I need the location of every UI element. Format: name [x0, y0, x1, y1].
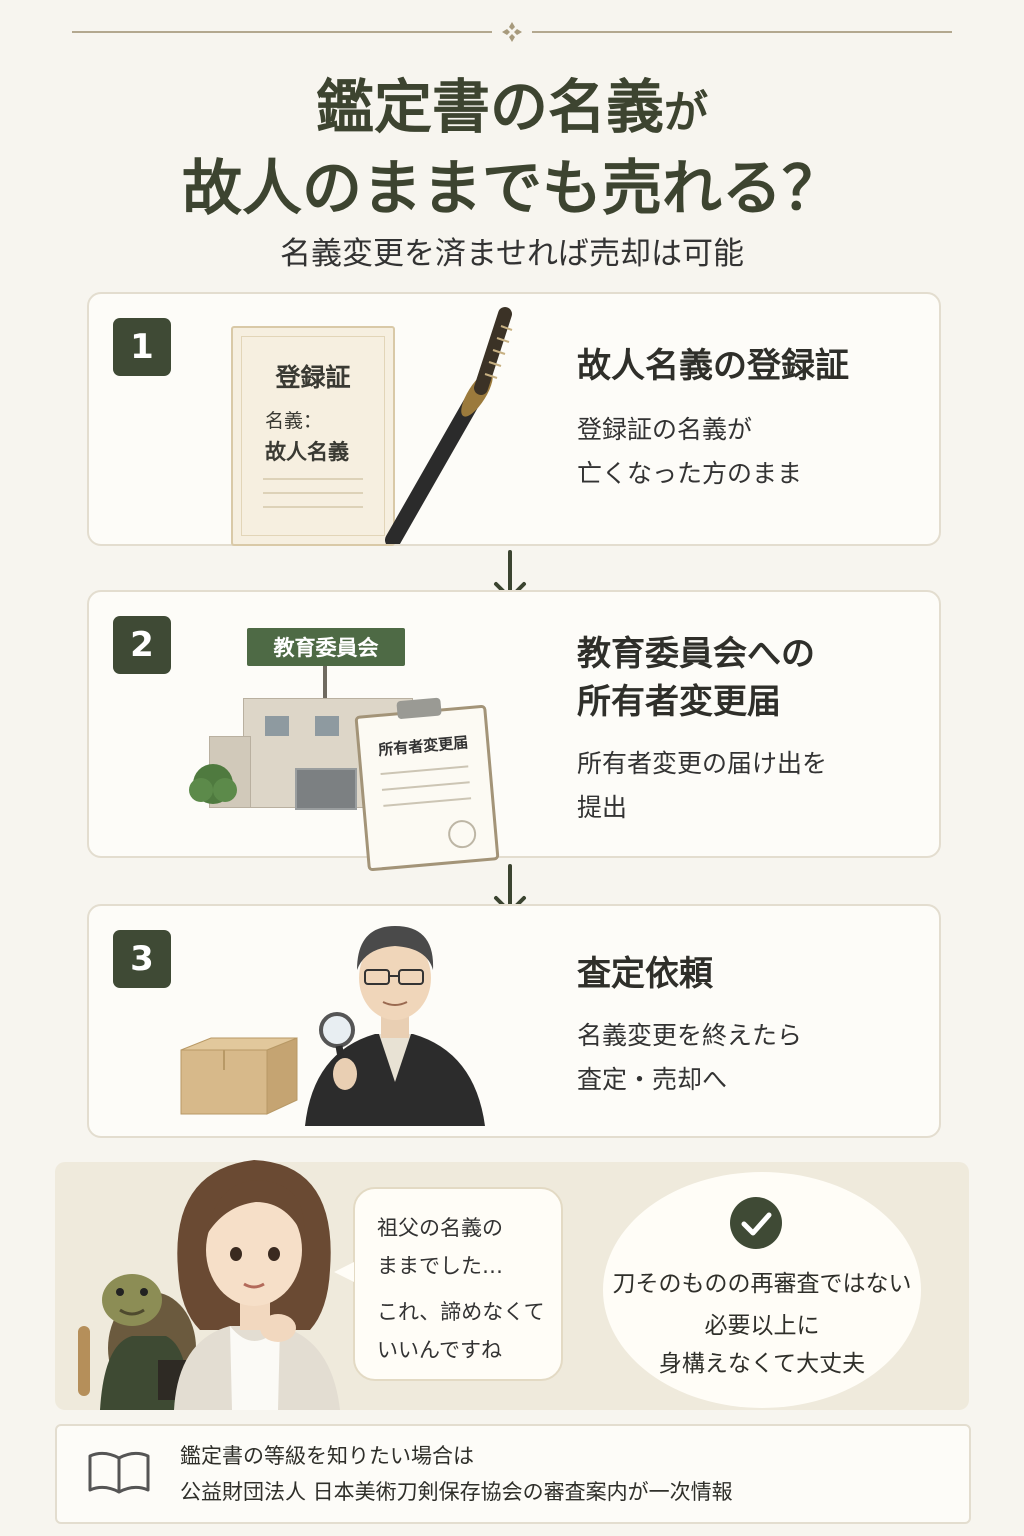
- diamond-ornament-icon: [502, 22, 522, 42]
- clipboard-icon: 所有者変更届: [354, 697, 500, 872]
- speech-bubble-tail: [334, 1262, 354, 1282]
- step-desc-line: 所有者変更の届け出を: [577, 749, 828, 778]
- step-desc-line: 登録証の名義が: [577, 415, 753, 444]
- step-desc-line: 提出: [577, 793, 628, 822]
- katana-icon: [385, 307, 513, 544]
- certificate-label: 名義：: [265, 410, 323, 432]
- turtle-mascot-icon: [78, 1274, 196, 1410]
- speech-line: 祖父の名義の: [377, 1216, 503, 1240]
- step-card-1: 1 登録証 名義： 故人名義 故人名義の登録証 登録証の名義が 亡くなった方のま…: [87, 292, 941, 546]
- step-number-badge: 2: [113, 616, 171, 674]
- appraiser-with-magnifier-icon: [305, 926, 485, 1126]
- step-title-line: 故人名義の登録証: [577, 346, 849, 386]
- certificate-value: 故人名義: [265, 440, 349, 464]
- step-title-line: 教育委員会への: [577, 634, 815, 674]
- page-subtitle: 名義変更を済ませれば売却は可能: [279, 236, 745, 272]
- step-desc-line: 査定・売却へ: [577, 1065, 728, 1094]
- step-description: 名義変更を終えたら 査定・売却へ: [577, 1014, 802, 1102]
- step-title: 査定依頼: [577, 950, 713, 998]
- info-box: [55, 1424, 971, 1524]
- step-description: 所有者変更の届け出を 提出: [577, 742, 827, 830]
- step-desc-line: 亡くなった方のまま: [577, 459, 803, 488]
- step-description: 登録証の名義が 亡くなった方のまま: [577, 408, 802, 496]
- step-title: 故人名義の登録証: [577, 342, 849, 390]
- top-rule-right: [532, 31, 952, 33]
- reassurance-line: 刀そのものの再審査ではない: [612, 1271, 912, 1297]
- cardboard-box-icon: [180, 1037, 298, 1115]
- reassurance-line: 必要以上に: [704, 1313, 820, 1339]
- check-circle-icon: [730, 1197, 782, 1249]
- page-title-line2: 故人のままでも売れる？: [182, 154, 842, 224]
- step-title: 教育委員会への 所有者変更届: [577, 630, 815, 726]
- page-title-line1: 鑑定書の名義が: [0, 60, 1024, 144]
- building-sign: 教育委員会: [247, 628, 405, 666]
- certificate-title: 登録証: [275, 363, 351, 392]
- top-rule-left: [72, 31, 492, 33]
- step-desc-line: 名義変更を終えたら: [577, 1021, 803, 1050]
- woman-thinking-icon: [174, 1160, 340, 1410]
- step-number-badge: 1: [113, 318, 171, 376]
- step-title-line: 査定依頼: [577, 954, 713, 994]
- step-title-line: 所有者変更届: [577, 682, 781, 722]
- speech-line: いいんですね: [377, 1338, 502, 1362]
- tree-icon: [189, 764, 237, 804]
- reassurance-line: 身構えなくて大丈夫: [658, 1351, 866, 1377]
- step-card-3: 3 査定依頼 名義変更を終えたら 査定・売却へ: [87, 904, 941, 1138]
- info-line-1: 鑑定書の等級を知りたい場合は: [180, 1444, 474, 1468]
- title-particle: が: [664, 87, 708, 138]
- info-line-2: 公益財団法人 日本美術刀剣保存協会の審査案内が一次情報: [180, 1480, 733, 1504]
- registration-certificate-icon: 登録証 名義： 故人名義: [231, 326, 395, 546]
- speech-bubble: 祖父の名義の ままでした… これ、諦めなくて いいんですね: [353, 1187, 563, 1381]
- speech-line: これ、諦めなくて: [377, 1300, 545, 1324]
- speech-line: ままでした…: [377, 1254, 503, 1278]
- clipboard-title: 所有者変更届: [377, 733, 469, 760]
- title-main: 鑑定書の名義: [315, 73, 664, 141]
- step-number-badge: 3: [113, 930, 171, 988]
- open-book-icon: [88, 1451, 150, 1494]
- step-card-2: 2 教育委員会 所有者変更届 教育委員会への 所有者変更届 所有者変更の届け出を…: [87, 590, 941, 872]
